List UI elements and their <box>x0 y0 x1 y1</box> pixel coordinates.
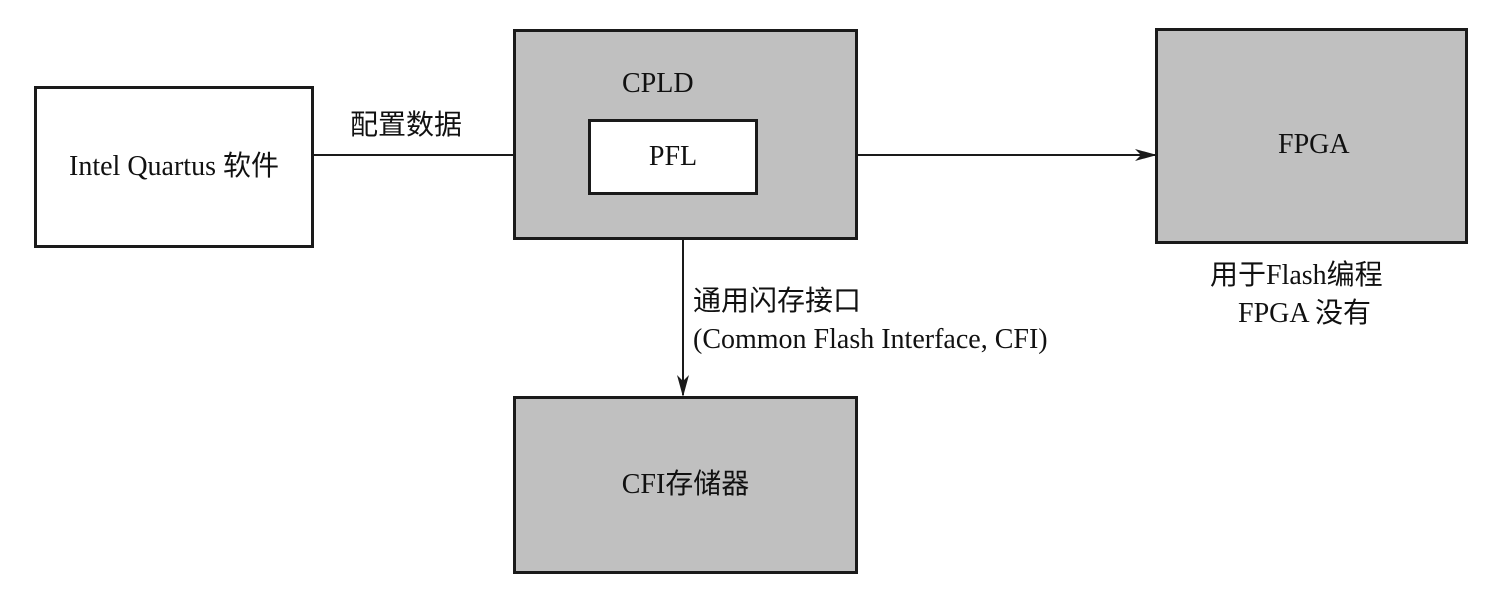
fpga-label: FPGA <box>1278 129 1350 160</box>
cfi-memory-label: CFI存储器 <box>621 469 750 500</box>
cfi-interface-label-line2: (Common Flash Interface, CFI) <box>693 324 1048 355</box>
pfl-box: PFL <box>588 119 758 195</box>
pfl-label: PFL <box>648 141 698 172</box>
fpga-box: FPGA <box>1155 28 1468 244</box>
fpga-note-line2: FPGA 没有 <box>1238 298 1372 329</box>
software-label: Intel Quartus 软件 <box>69 151 279 182</box>
cfi-memory-box: CFI存储器 <box>513 396 858 574</box>
cpld-label: CPLD <box>622 68 694 99</box>
fpga-note-line1: 用于Flash编程 <box>1210 260 1383 291</box>
software-box: Intel Quartus 软件 <box>34 86 314 248</box>
cfi-interface-label-line1: 通用闪存接口 <box>693 286 862 317</box>
config-data-label: 配置数据 <box>350 110 463 141</box>
